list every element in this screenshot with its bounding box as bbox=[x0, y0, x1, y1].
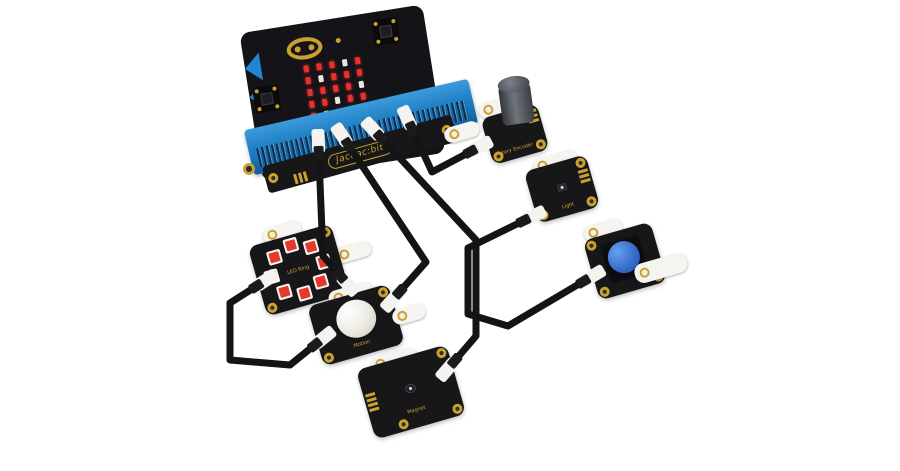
cable-port1-to-led-ring bbox=[315, 154, 341, 276]
cable-port3-to-magnet bbox=[380, 137, 480, 361]
cable-plug bbox=[340, 137, 356, 153]
cable-plug bbox=[307, 337, 323, 353]
cable-plug bbox=[248, 279, 265, 294]
cable-plug bbox=[447, 353, 463, 369]
cable-plug bbox=[332, 268, 348, 284]
cable-plug bbox=[575, 274, 592, 289]
cable-plug bbox=[372, 129, 389, 146]
cable-led-ring-to-motion bbox=[226, 285, 315, 369]
cable-plug bbox=[405, 120, 419, 137]
cable-plug bbox=[313, 145, 324, 161]
cable-port4-to-rotary bbox=[410, 129, 470, 176]
cable-plug bbox=[462, 144, 479, 159]
cable-plug bbox=[392, 284, 408, 300]
cable-port2-to-motion bbox=[347, 145, 430, 292]
cable-light-to-button bbox=[464, 219, 583, 330]
cable-plug bbox=[515, 213, 532, 228]
